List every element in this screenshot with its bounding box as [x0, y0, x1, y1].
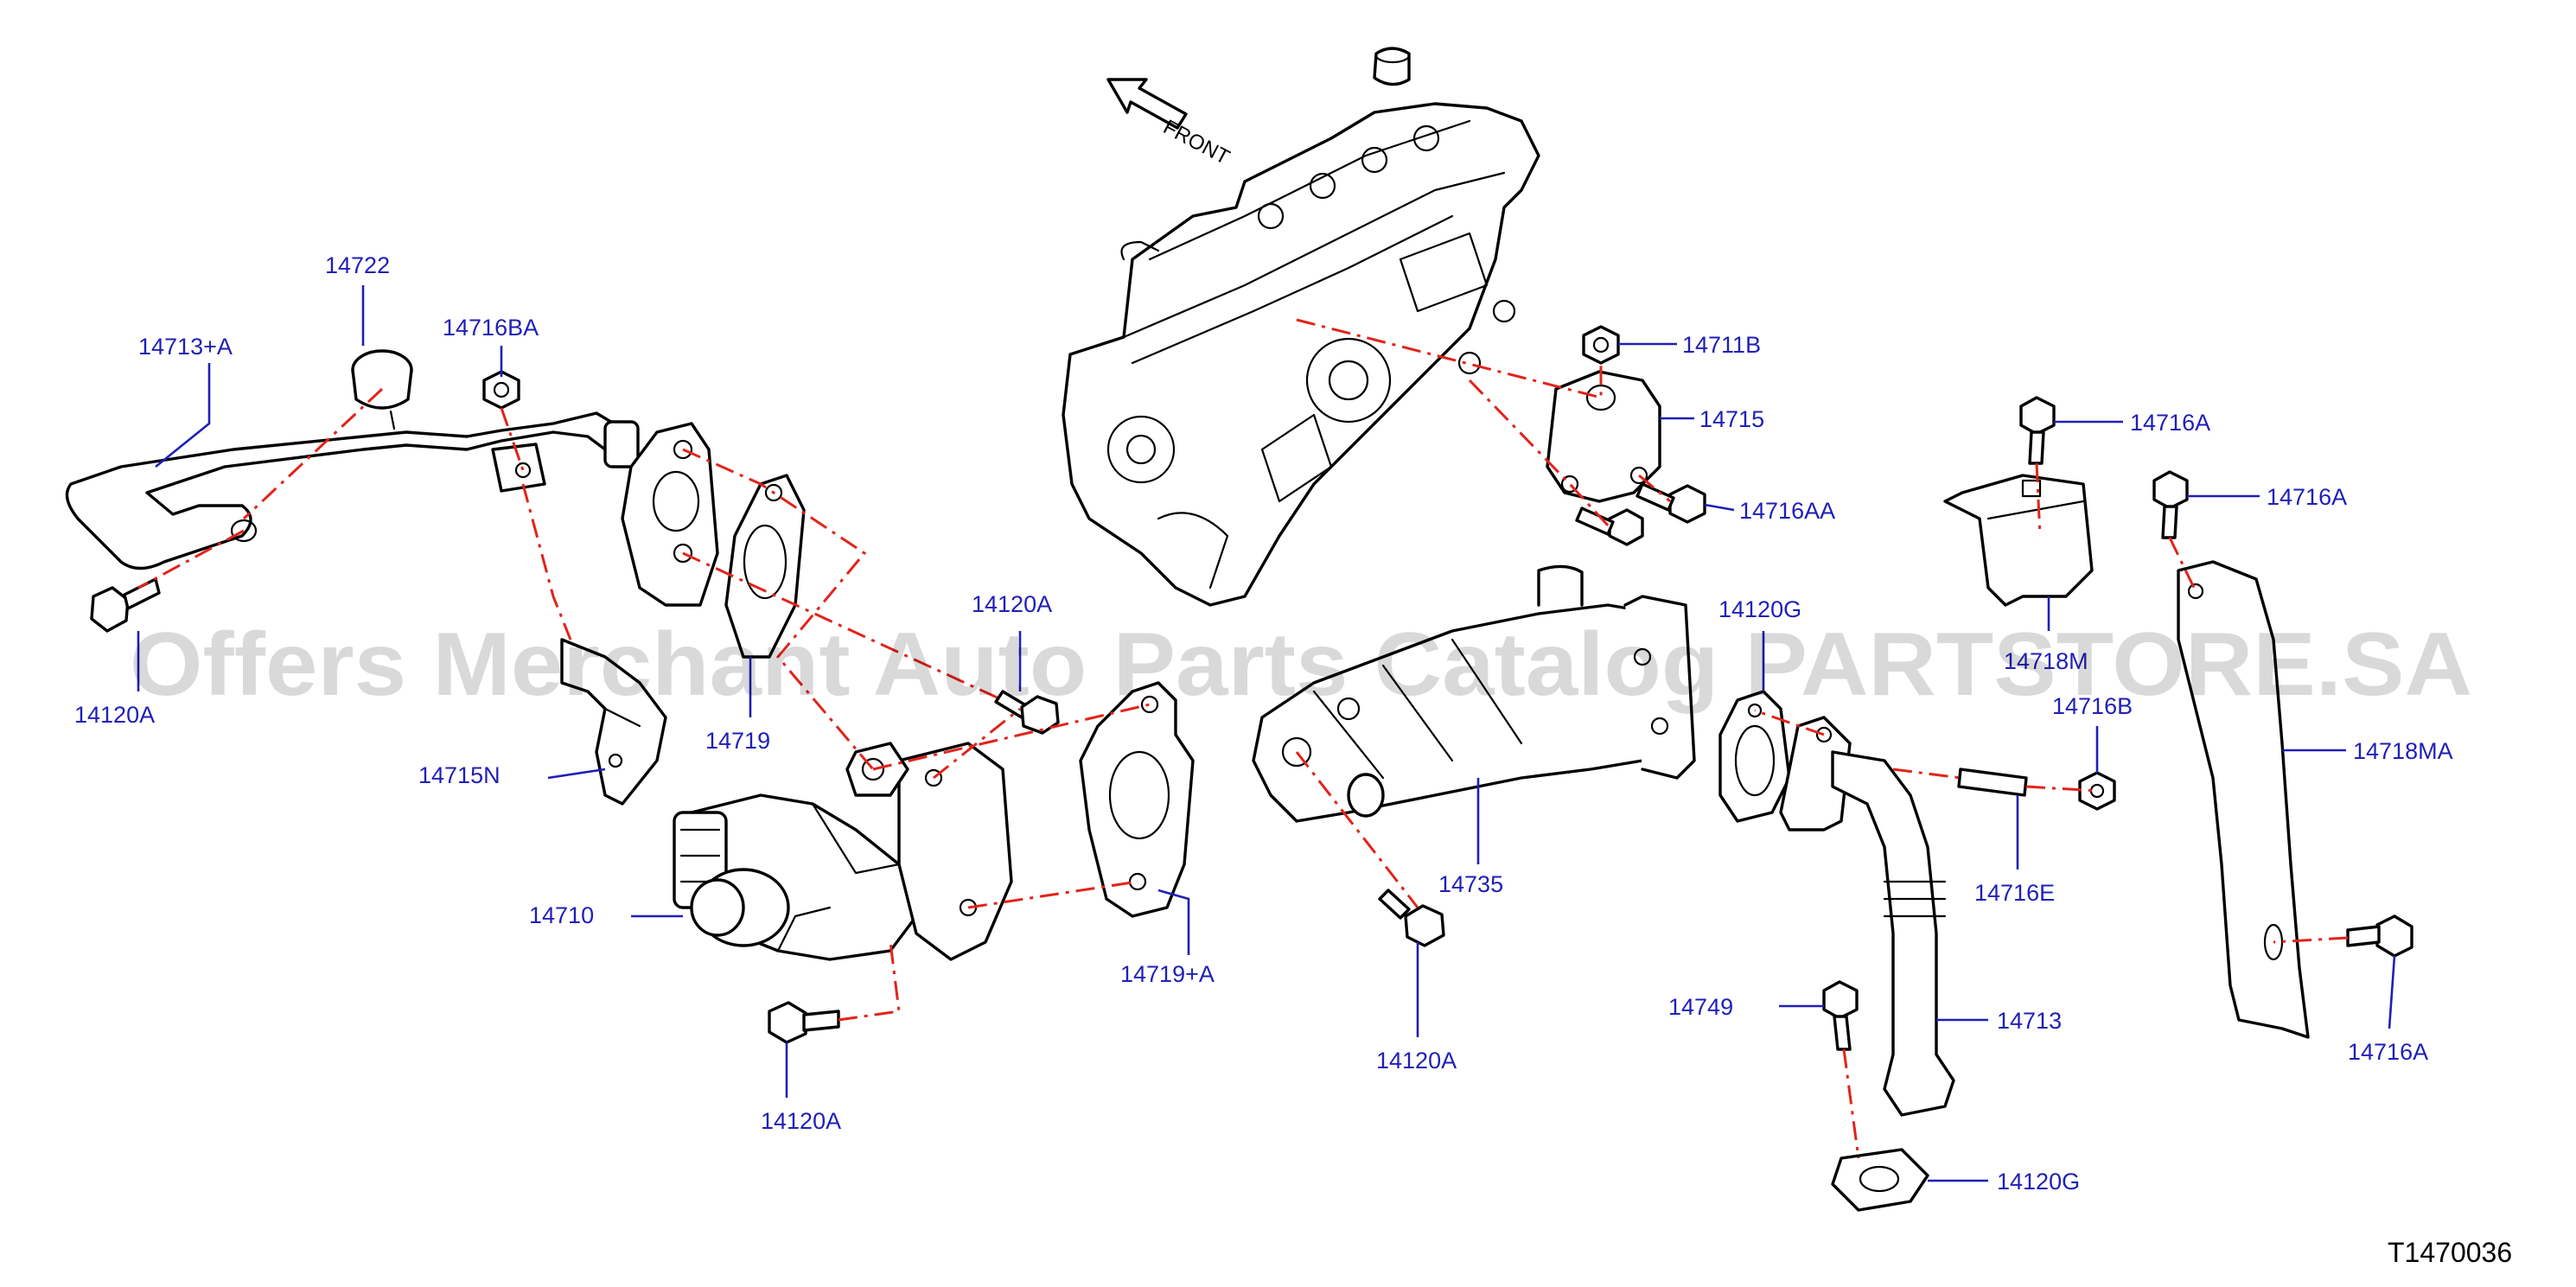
- callout-14719[interactable]: 14719: [705, 728, 770, 754]
- watermark-text: Offers Merchant Auto Parts Catalog PARTS…: [130, 615, 2472, 715]
- heat-shield-14718ma: [2177, 560, 2310, 1039]
- callout-14713[interactable]: 14713: [1997, 1008, 2062, 1034]
- bolt-14716a-right: [2152, 470, 2189, 539]
- nut-14716b: [2078, 771, 2116, 811]
- callout-14120a-center[interactable]: 14120A: [1376, 1048, 1457, 1074]
- callout-14120g-lower[interactable]: 14120G: [1997, 1169, 2080, 1195]
- bracket-14715n: [560, 638, 667, 806]
- callout-14719a[interactable]: 14719+A: [1120, 961, 1215, 987]
- callout-14716aa[interactable]: 14716AA: [1739, 498, 1835, 524]
- bolt-14120a-center-top: [994, 690, 1060, 735]
- egr-valve-14710: [673, 742, 1013, 961]
- callout-14718ma[interactable]: 14718MA: [2353, 738, 2453, 764]
- front-label: FRONT: [1159, 115, 1234, 169]
- tube-14713a: [65, 411, 640, 570]
- gasket-14120g-lower: [1831, 1148, 1929, 1212]
- nut-14711b: [1582, 325, 1620, 365]
- callout-labels: 14722 14713+A 14716BA 14120A 14715N 1471…: [74, 252, 2453, 1195]
- callout-14715[interactable]: 14715: [1699, 406, 1764, 432]
- callout-14713a[interactable]: 14713+A: [138, 334, 233, 360]
- bolt-14120a-bottom: [768, 1001, 840, 1044]
- gasket-14719: [621, 422, 806, 659]
- callout-14711b[interactable]: 14711B: [1682, 332, 1761, 358]
- callout-14120a-bottom[interactable]: 14120A: [761, 1108, 841, 1134]
- bolt-14716a-upper: [2019, 396, 2056, 465]
- bolt-14716a-bottom: [2346, 914, 2413, 958]
- bolt-14749: [1822, 980, 1859, 1051]
- callout-14735[interactable]: 14735: [1438, 871, 1503, 897]
- gasket-14719a: [1079, 681, 1195, 918]
- callout-14718m[interactable]: 14718M: [2004, 648, 2088, 674]
- front-arrow-icon: [1106, 78, 1188, 130]
- callout-14716a-right[interactable]: 14716A: [2267, 484, 2347, 510]
- stud-14716e: [1957, 768, 2028, 797]
- figure-code: T1470036: [2388, 1237, 2512, 1268]
- nut-14716ba: [482, 370, 520, 410]
- engine-block: [1062, 47, 1540, 607]
- callout-14716ba[interactable]: 14716BA: [443, 315, 539, 341]
- callout-14710[interactable]: 14710: [529, 902, 594, 928]
- bolt-14716aa: [1575, 482, 1706, 546]
- callout-14722[interactable]: 14722: [325, 252, 390, 278]
- callout-14120a-left[interactable]: 14120A: [74, 702, 155, 728]
- callout-14716a-bottom[interactable]: 14716A: [2348, 1039, 2428, 1065]
- callout-14716b[interactable]: 14716B: [2052, 693, 2133, 719]
- callout-14120a-center-top[interactable]: 14120A: [972, 591, 1052, 617]
- bolt-14120a-center: [1378, 889, 1445, 947]
- leader-lines: [137, 285, 2396, 1182]
- alignment-lines: [137, 318, 2349, 1159]
- heat-shield-14718m: [1943, 474, 2094, 607]
- callout-14749[interactable]: 14749: [1668, 994, 1733, 1020]
- tube-14713: [1779, 716, 1955, 1117]
- gasket-14120g-upper: [1718, 690, 1791, 823]
- cooler-14735: [1252, 564, 1696, 823]
- callout-14716e[interactable]: 14716E: [1974, 880, 2055, 906]
- callout-14716a-upper[interactable]: 14716A: [2130, 410, 2210, 436]
- callout-14120g-upper[interactable]: 14120G: [1718, 596, 1801, 622]
- callout-14715n[interactable]: 14715N: [418, 762, 501, 788]
- bracket-14715: [1546, 370, 1661, 503]
- bolt-14120a-left: [90, 577, 161, 633]
